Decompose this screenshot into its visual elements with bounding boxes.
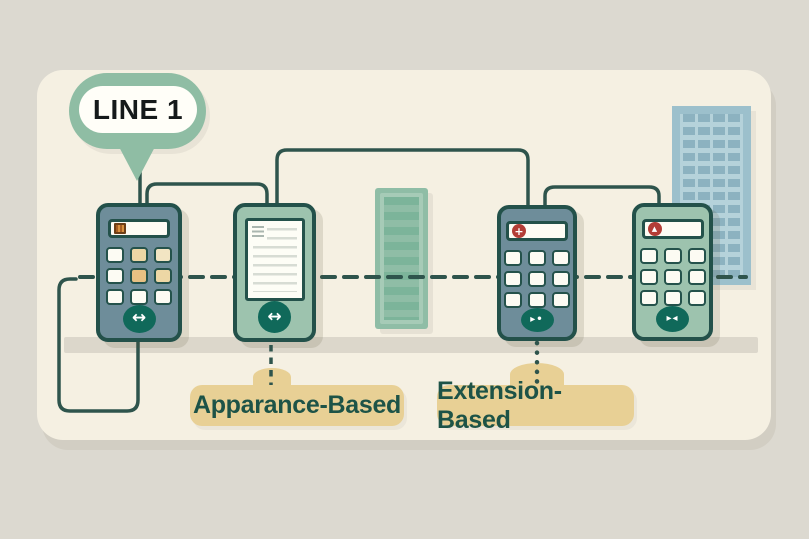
phone1-display (108, 219, 170, 238)
keypad-key (130, 267, 148, 284)
keypad-key (130, 288, 148, 305)
phone-4: ▲ ▸◂ (632, 203, 713, 341)
keypad-key (663, 290, 682, 306)
shelf (64, 337, 758, 353)
keypad-key (528, 271, 546, 287)
keypad-key (504, 271, 522, 287)
building-stripes (380, 193, 423, 324)
keypad-key (130, 246, 148, 263)
phone-3: + ▸• (497, 205, 577, 341)
callout-tail (117, 143, 157, 181)
keypad-key (552, 250, 570, 266)
action-glyph: ▸◂ (666, 313, 679, 324)
phone-1: ↔ (96, 203, 182, 342)
action-glyph: ↔ (267, 306, 282, 327)
badge-glyph: ▲ (651, 224, 658, 233)
keypad-key (154, 267, 172, 284)
document-list-icon (251, 226, 264, 239)
facing-triangles-icon: ▸◂ (656, 306, 689, 332)
play-dot-icon: ▸• (520, 308, 554, 332)
keypad-key (528, 292, 546, 308)
phone3-display: + (506, 221, 568, 241)
keypad-key (106, 288, 124, 305)
keypad-key (528, 250, 546, 266)
keypad-key (639, 290, 658, 306)
badge-glyph: + (514, 224, 524, 238)
action-glyph: ▸• (530, 314, 544, 325)
keypad-key (552, 292, 570, 308)
keypad-key (154, 288, 172, 305)
ledger-icon (114, 222, 126, 234)
plus-badge-icon: + (512, 224, 526, 238)
phone4-keypad (639, 248, 706, 306)
label-appearance-based: Apparance-Based (190, 385, 404, 426)
keypad-key (687, 269, 706, 285)
callout-pill: LINE 1 (79, 86, 197, 133)
label-text: Apparance-Based (192, 391, 402, 419)
double-arrow-icon: ↔ (122, 304, 156, 333)
keypad-key (663, 248, 682, 264)
keypad-key (663, 269, 682, 285)
keypad-key (639, 248, 658, 264)
keypad-key (687, 290, 706, 306)
phone2-screen (244, 218, 305, 302)
label-tail (253, 368, 291, 386)
alert-badge-icon: ▲ (647, 222, 662, 236)
keypad-key (106, 267, 124, 284)
phone-2: ↔ (233, 203, 316, 342)
label-extension-based: Extension-Based (437, 377, 634, 434)
keypad-key (639, 269, 658, 285)
callout-text: LINE 1 (92, 93, 184, 125)
phone4-display: ▲ (641, 219, 704, 239)
label-text: Extension-Based (437, 376, 562, 434)
building-green (375, 188, 428, 329)
keypad-key (687, 248, 706, 264)
keypad-key (106, 246, 124, 263)
action-glyph: ↔ (131, 308, 147, 329)
phone1-keypad (106, 246, 172, 305)
keypad-key (504, 292, 522, 308)
line1-callout: LINE 1 (69, 73, 206, 181)
keypad-key (504, 250, 522, 266)
phone3-keypad (504, 250, 570, 308)
keypad-key (552, 271, 570, 287)
double-arrow-icon: ↔ (258, 301, 291, 333)
keypad-key (154, 246, 172, 263)
